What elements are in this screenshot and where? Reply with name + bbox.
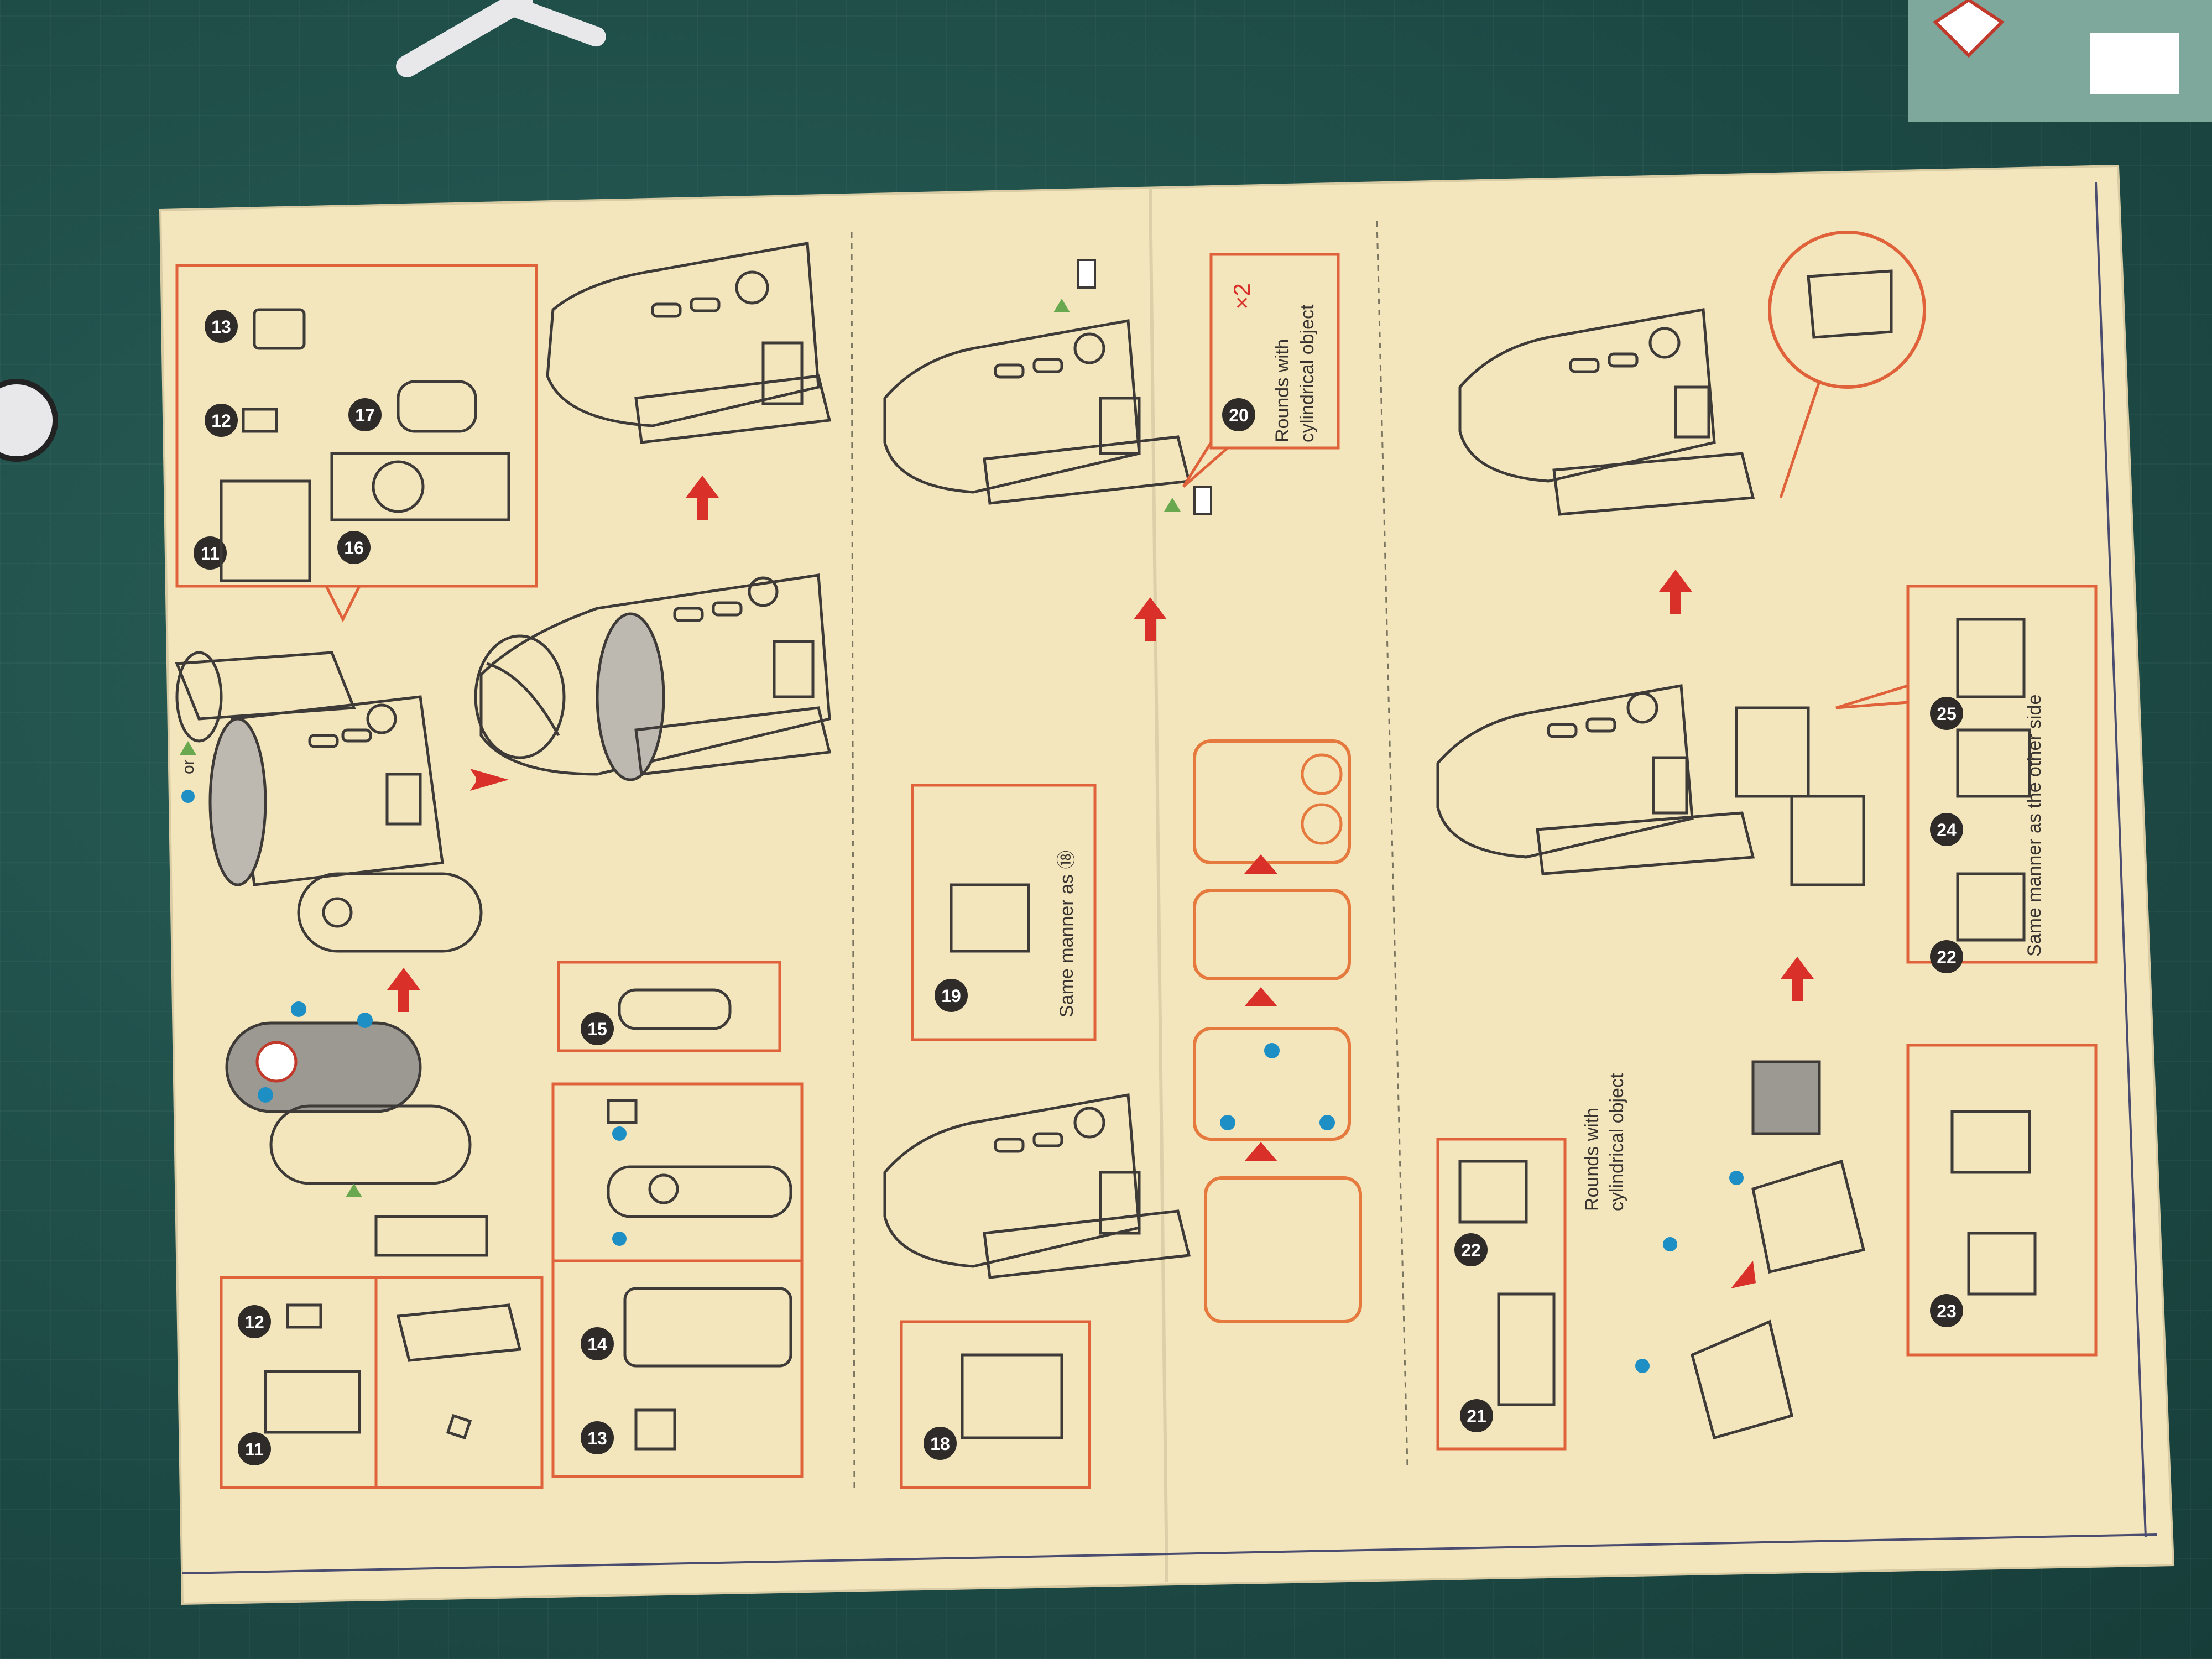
svg-text:11: 11 <box>201 544 220 564</box>
part-18-box <box>900 1320 1091 1489</box>
part-19-label: 19 <box>941 986 961 1006</box>
body-assembly-8 <box>1436 684 1865 886</box>
step-arrow-up-2 <box>387 968 420 1012</box>
wheel-part <box>0 379 58 462</box>
parts-bottom-left <box>264 1303 522 1440</box>
section3-left-parts <box>1458 1160 1556 1406</box>
parts-bottom-labels: 12 11 <box>238 1305 271 1465</box>
body-assembly-1 <box>175 651 444 886</box>
svg-text:13: 13 <box>211 317 231 337</box>
section3-right-parts <box>1956 618 2031 942</box>
svg-text:16: 16 <box>344 538 364 558</box>
parts-box-top <box>175 264 538 588</box>
step-arrow-up <box>686 476 719 520</box>
part-15-box <box>557 961 781 1052</box>
part-20-pointer <box>1182 441 1229 488</box>
part-20-box <box>1209 253 1340 450</box>
section3-markers <box>1635 1171 1744 1373</box>
divider-2 <box>1376 221 1408 1466</box>
part-23-badge <box>1930 1294 1963 1327</box>
body-assembly-6 <box>883 1093 1191 1279</box>
body-assembly-4 <box>297 872 483 953</box>
body-assembly-7 <box>1458 308 1755 516</box>
middle-markers <box>612 1126 627 1246</box>
step-arrow-6 <box>1731 1261 1756 1288</box>
times-two: ×2 <box>1229 283 1255 310</box>
step-arrow-5 <box>1781 957 1814 1001</box>
part-23-label: 23 <box>1937 1301 1957 1321</box>
divider-1 <box>851 232 855 1494</box>
step-arrow-3 <box>1134 597 1167 641</box>
rounds-text-3: Rounds with <box>1582 1108 1603 1211</box>
parts-box-section3-left <box>1436 1138 1567 1451</box>
rounds-text-4: cylindrical object <box>1606 1073 1627 1211</box>
paint-tin <box>1908 0 2212 122</box>
part-15-badge <box>581 1012 614 1045</box>
section3-left-labels: 22 21 <box>1454 1233 1493 1432</box>
parts-box-bottom-right <box>551 1259 804 1478</box>
part-15-shape <box>618 988 732 1030</box>
part-19-box <box>911 784 1097 1041</box>
part-18-badge <box>924 1427 957 1460</box>
paper-fold <box>1149 187 1168 1582</box>
parts-box-bottom-left <box>220 1276 544 1489</box>
blue-markers <box>258 1001 373 1197</box>
base-assembly <box>225 1021 488 1257</box>
part-15-label: 15 <box>587 1019 607 1039</box>
part-18-shape <box>961 1353 1063 1439</box>
same-manner-18: Same manner as ⑱ <box>1056 851 1077 1018</box>
svg-text:17: 17 <box>355 405 375 425</box>
part-20-badge <box>1222 398 1255 431</box>
section2-markers-top <box>1053 259 1212 515</box>
zoom-pointer <box>1779 381 1821 498</box>
rounds-text-2: cylindrical object <box>1297 304 1318 442</box>
svg-text:or: or <box>179 759 197 774</box>
svg-text:22: 22 <box>1461 1240 1481 1260</box>
zoom-detail <box>1807 269 1893 339</box>
leg-assembly <box>1691 1060 1866 1440</box>
parts-box-section3-right <box>1906 585 2098 964</box>
section3-right-labels: 25 24 22 <box>1930 697 1963 973</box>
or-marker: or <box>179 741 197 803</box>
parts-top-labels: 13 12 17 11 16 <box>194 310 382 570</box>
parts-box-bottom-right-labels: 14 13 <box>581 1327 614 1454</box>
sprue-parts <box>396 0 606 77</box>
body-assembly-2 <box>474 573 832 781</box>
bottom-rule <box>182 1533 2157 1574</box>
svg-text:11: 11 <box>245 1439 264 1459</box>
flat-parts-top <box>220 308 510 582</box>
part-23-box <box>1906 1044 2098 1357</box>
svg-text:12: 12 <box>244 1312 264 1332</box>
svg-text:12: 12 <box>211 411 231 431</box>
right-rule <box>2095 182 2147 1538</box>
callout-pointer <box>325 585 361 623</box>
step-arrow <box>470 769 509 791</box>
section3-right-pointer <box>1835 684 1908 709</box>
step-arrow-4 <box>1659 570 1692 614</box>
svg-text:14: 14 <box>587 1334 607 1354</box>
part-19-shape <box>950 883 1030 953</box>
body-assembly-3 <box>546 242 832 444</box>
parts-bottom-right <box>623 1287 792 1451</box>
part-23-shape <box>1950 1110 2037 1296</box>
part-18-label: 18 <box>930 1434 950 1454</box>
same-manner-other-side: Same manner as the other side <box>2024 695 2045 957</box>
svg-text:25: 25 <box>1937 704 1957 724</box>
svg-text:13: 13 <box>587 1428 607 1448</box>
rounds-text-1: Rounds with <box>1272 339 1293 442</box>
part-19-badge <box>935 979 968 1012</box>
part-20-label: 20 <box>1229 405 1249 425</box>
svg-text:22: 22 <box>1937 947 1957 967</box>
fold-steps <box>1193 739 1362 1323</box>
svg-text:21: 21 <box>1467 1406 1486 1426</box>
svg-text:24: 24 <box>1937 820 1957 840</box>
zoom-callout <box>1768 231 1926 389</box>
parts-middle <box>607 1099 792 1218</box>
